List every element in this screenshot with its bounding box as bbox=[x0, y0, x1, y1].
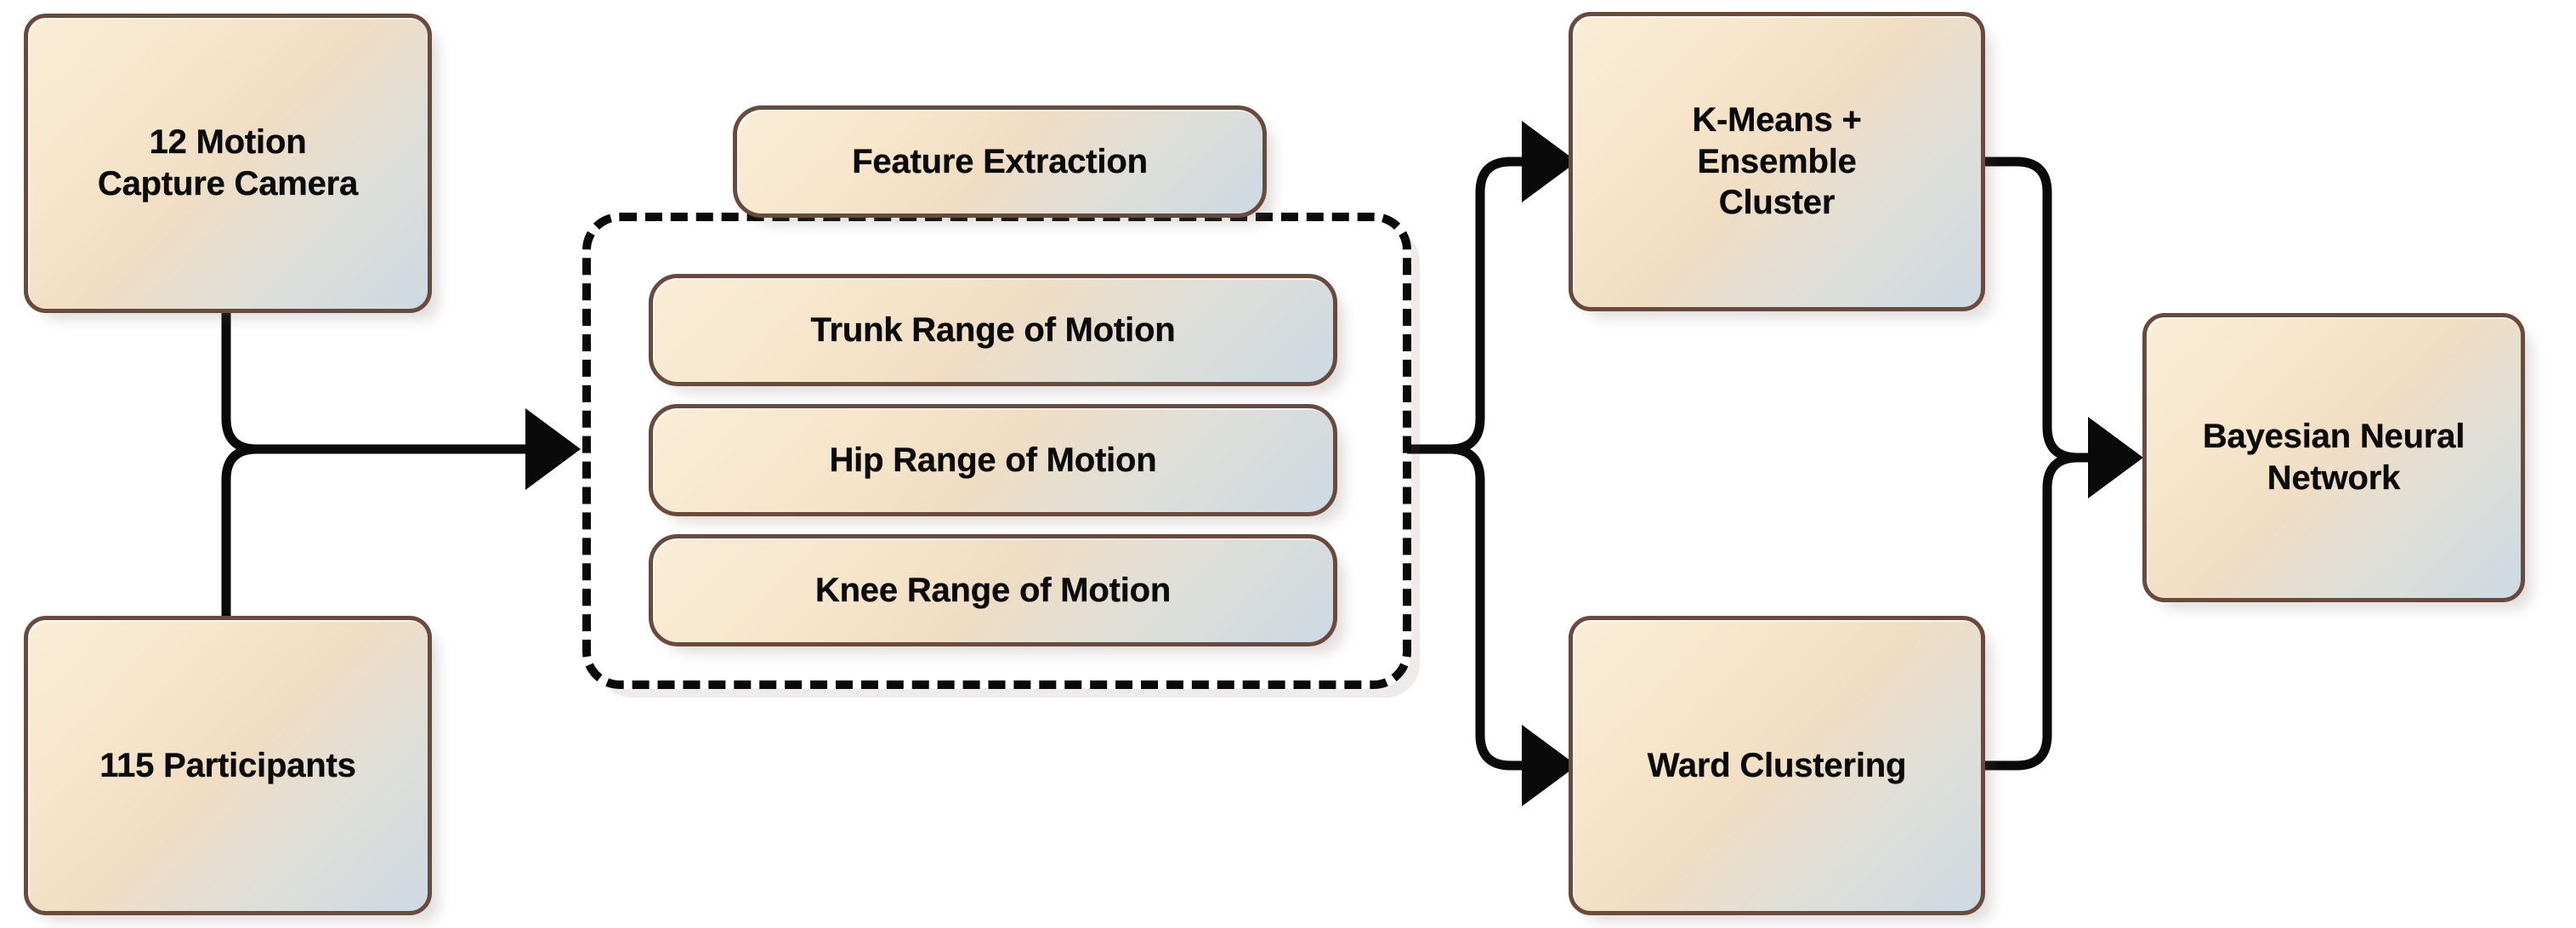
edge-kmeans-to-bnn bbox=[1985, 157, 2097, 463]
edge-participants-to-features bbox=[221, 444, 534, 616]
node-participants[interactable]: 115 Participants bbox=[24, 616, 432, 915]
node-trunk-range-of-motion-label: Trunk Range of Motion bbox=[810, 310, 1176, 349]
node-trunk-range-of-motion[interactable]: Trunk Range of Motion bbox=[649, 274, 1337, 386]
node-knee-range-of-motion[interactable]: Knee Range of Motion bbox=[649, 534, 1337, 646]
node-feature-extraction-label: Feature Extraction bbox=[852, 142, 1148, 180]
node-hip-range-of-motion[interactable]: Hip Range of Motion bbox=[649, 404, 1337, 516]
edge-ward-to-bnn bbox=[1985, 453, 2097, 771]
edge-features-to-ward bbox=[1449, 444, 1530, 771]
node-feature-extraction[interactable]: Feature Extraction bbox=[733, 105, 1267, 218]
node-participants-label: 115 Participants bbox=[99, 746, 356, 784]
edge-cameras-to-features bbox=[221, 313, 534, 454]
node-kmeans-ensemble-cluster[interactable]: K-Means + Ensemble Cluster bbox=[1569, 12, 1985, 311]
node-ward-clustering[interactable]: Ward Clustering bbox=[1569, 616, 1985, 915]
node-motion-capture-camera[interactable]: 12 Motion Capture Camera bbox=[24, 14, 432, 313]
arrowhead-into-feature-group bbox=[525, 408, 581, 490]
edge-features-to-kmeans bbox=[1449, 157, 1530, 454]
node-ward-clustering-label: Ward Clustering bbox=[1647, 746, 1907, 784]
node-bayesian-neural-network-label: Bayesian Neural Network bbox=[2202, 418, 2465, 497]
node-motion-capture-camera-label: 12 Motion Capture Camera bbox=[97, 123, 359, 202]
arrowhead-into-bayesian-nn bbox=[2088, 417, 2143, 498]
node-kmeans-ensemble-cluster-label: K-Means + Ensemble Cluster bbox=[1692, 100, 1862, 222]
node-knee-range-of-motion-label: Knee Range of Motion bbox=[814, 571, 1172, 609]
node-bayesian-neural-network[interactable]: Bayesian Neural Network bbox=[2142, 313, 2525, 602]
node-hip-range-of-motion-label: Hip Range of Motion bbox=[829, 441, 1157, 479]
